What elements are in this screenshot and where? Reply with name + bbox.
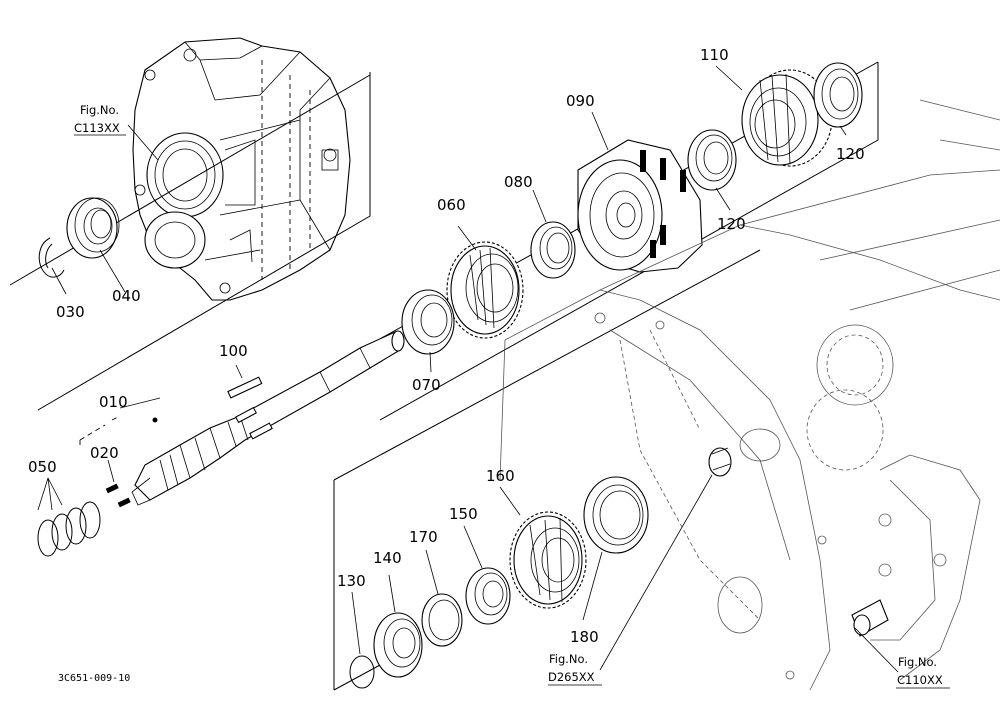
gear-060 <box>446 241 524 339</box>
fig-ref-c113-line1: Fig.No. <box>80 103 119 117</box>
fig-ref-c113[interactable]: Fig.No. C113XX <box>74 103 126 136</box>
fig-ref-c110-line1: Fig.No. <box>898 655 937 669</box>
snap-ring-130 <box>349 655 375 689</box>
assembly-bracket-010 <box>79 415 121 448</box>
fig-ref-d265-line2[interactable]: D265XX <box>548 670 595 684</box>
ring-170 <box>421 593 463 647</box>
bearing-040 <box>66 197 120 259</box>
label-060: 060 <box>437 196 466 214</box>
fig-ref-c110-line2[interactable]: C110XX <box>897 673 943 687</box>
label-170: 170 <box>409 528 438 546</box>
label-020: 020 <box>90 444 119 462</box>
label-070: 070 <box>412 376 441 394</box>
label-030: 030 <box>56 303 85 321</box>
clutch-drum-090 <box>577 139 703 273</box>
bearing-140 <box>373 612 423 678</box>
label-080: 080 <box>504 173 533 191</box>
gear-160 <box>509 511 587 609</box>
label-100: 100 <box>219 342 248 360</box>
transmission-case <box>499 99 1000 691</box>
label-040: 040 <box>112 287 141 305</box>
fig-ref-c113-line2[interactable]: C113XX <box>74 121 120 135</box>
label-150: 150 <box>449 505 478 523</box>
bearing-120-right <box>813 62 863 128</box>
bearing-150 <box>465 567 511 625</box>
fig-ref-c110[interactable]: Fig.No. C110XX <box>896 655 950 689</box>
label-090: 090 <box>566 92 595 110</box>
main-shaft-010 <box>131 330 405 506</box>
label-130: 130 <box>337 572 366 590</box>
label-010: 010 <box>99 393 128 411</box>
bearing-120-left <box>687 129 737 191</box>
bearing-070 <box>401 289 455 355</box>
pins-020 <box>105 483 131 508</box>
drawing-code: 3C651-009-10 <box>58 673 130 684</box>
label-140: 140 <box>373 549 402 567</box>
fig-ref-d265-line1: Fig.No. <box>549 652 588 666</box>
label-120a: 120 <box>836 145 865 163</box>
bearing-080 <box>530 221 576 279</box>
front-housing <box>132 37 371 301</box>
label-110: 110 <box>700 46 729 64</box>
label-120b: 120 <box>717 215 746 233</box>
label-180: 180 <box>570 628 599 646</box>
snap-ring-030 <box>38 237 65 278</box>
key-100 <box>227 376 263 399</box>
label-160: 160 <box>486 467 515 485</box>
spring-set-050 <box>37 501 101 557</box>
spline-shaft-stub <box>708 447 732 477</box>
fig-ref-d265[interactable]: Fig.No. D265XX <box>548 652 602 686</box>
label-050: 050 <box>28 458 57 476</box>
bearing-180 <box>583 476 649 554</box>
part-labels: 010 020 030 040 050 060 070 080 090 100 … <box>28 46 865 646</box>
leader-lines <box>37 65 899 673</box>
gear-110 <box>741 69 833 167</box>
